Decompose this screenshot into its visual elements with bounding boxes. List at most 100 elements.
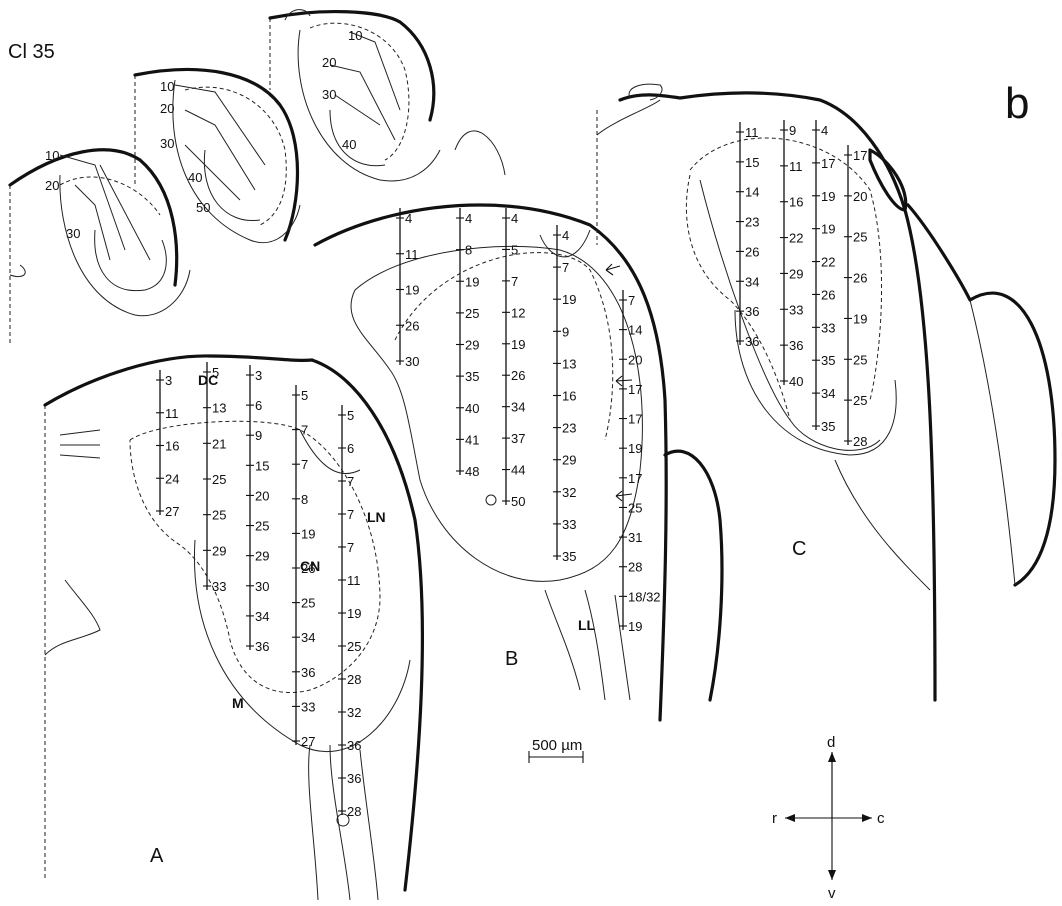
section-label: C xyxy=(792,538,806,560)
recording-site-value: 29 xyxy=(789,266,803,281)
recording-site-value: 28 xyxy=(347,804,361,819)
electrode-tracks-C: 1115142326343636911162229333640417191922… xyxy=(736,120,867,449)
recording-site-value: 4 xyxy=(465,211,472,226)
recording-site-value: 19 xyxy=(405,283,419,298)
recording-site-value: 3 xyxy=(165,373,172,388)
electrode-tracks-A: 3111624275132125252933369152025293034365… xyxy=(156,362,361,819)
recording-site-value: 5 xyxy=(511,242,518,257)
inset-label: 50 xyxy=(196,200,210,215)
recording-site-value: 34 xyxy=(511,400,525,415)
recording-site-value: 11 xyxy=(165,406,179,421)
recording-site-value: 26 xyxy=(511,368,525,383)
inset-2: 10 20 30 40 50 xyxy=(135,69,300,242)
region-label: M xyxy=(232,695,244,711)
inset-label: 10 xyxy=(160,79,174,94)
compass-ventral: v xyxy=(828,885,836,902)
inset-label: 30 xyxy=(160,136,174,151)
recording-site-value: 20 xyxy=(853,189,867,204)
recording-site-value: 9 xyxy=(789,123,796,138)
inset-label: 30 xyxy=(66,226,80,241)
recording-site-value: 4 xyxy=(511,211,518,226)
recording-site-value: 22 xyxy=(789,231,803,246)
recording-site-value: 5 xyxy=(347,408,354,423)
recording-site-value: 7 xyxy=(562,260,569,275)
recording-site-value: 25 xyxy=(628,500,642,515)
recording-site-value: 27 xyxy=(301,734,315,749)
recording-site-value: 25 xyxy=(212,472,226,487)
recording-site-value: 4 xyxy=(405,211,412,226)
recording-site-value: 35 xyxy=(821,419,835,434)
inset-label: 20 xyxy=(45,178,59,193)
inset-label: 10 xyxy=(45,148,59,163)
recording-site-value: 30 xyxy=(405,354,419,369)
recording-site-value: 34 xyxy=(255,609,269,624)
recording-site-value: 8 xyxy=(301,492,308,507)
recording-site-value: 28 xyxy=(347,672,361,687)
recording-site-value: 33 xyxy=(821,320,835,335)
region-label: LN xyxy=(367,509,386,525)
recording-site-value: 35 xyxy=(821,353,835,368)
recording-site-value: 25 xyxy=(853,393,867,408)
recording-site-value: 19 xyxy=(821,189,835,204)
recording-site-value: 11 xyxy=(745,125,759,140)
recording-site-value: 29 xyxy=(562,453,576,468)
orientation-compass: d v r c xyxy=(772,734,885,902)
recording-site-value: 18/32 xyxy=(628,589,661,604)
recording-site-value: 15 xyxy=(745,155,759,170)
recording-site-value: 33 xyxy=(212,579,226,594)
recording-site-value: 36 xyxy=(789,338,803,353)
panel-letter: b xyxy=(1005,79,1029,128)
inset-3-labels: 10 20 30 40 xyxy=(322,28,362,152)
recording-site-value: 9 xyxy=(255,428,262,443)
section-label: B xyxy=(505,648,518,670)
recording-site-value: 19 xyxy=(511,337,525,352)
recording-site-value: 19 xyxy=(562,292,576,307)
recording-site-value: 9 xyxy=(562,324,569,339)
recording-site-value: 6 xyxy=(347,441,354,456)
inset-label: 20 xyxy=(160,101,174,116)
recording-site-value: 41 xyxy=(465,432,479,447)
recording-site-value: 17 xyxy=(628,412,642,427)
recording-site-value: 16 xyxy=(789,195,803,210)
recording-site-value: 32 xyxy=(562,485,576,500)
recording-site-value: 27 xyxy=(165,504,179,519)
compass-rostral: r xyxy=(772,810,777,827)
recording-site-value: 19 xyxy=(628,441,642,456)
recording-site-value: 13 xyxy=(212,401,226,416)
recording-site-value: 17 xyxy=(853,148,867,163)
recording-site-value: 22 xyxy=(821,255,835,270)
recording-site-value: 5 xyxy=(212,365,219,380)
recording-site-value: 5 xyxy=(301,388,308,403)
recording-site-value: 19 xyxy=(465,274,479,289)
recording-site-value: 34 xyxy=(821,386,835,401)
recording-site-value: 32 xyxy=(347,705,361,720)
inset-label: 10 xyxy=(348,28,362,43)
recording-site-value: 11 xyxy=(789,159,803,174)
recording-site-value: 7 xyxy=(347,474,354,489)
recording-site-value: 7 xyxy=(347,507,354,522)
recording-site-value: 11 xyxy=(405,247,419,262)
recording-site-value: 26 xyxy=(745,244,759,259)
arrow-marker xyxy=(606,264,620,275)
recording-site-value: 36 xyxy=(301,665,315,680)
recording-site-value: 25 xyxy=(465,306,479,321)
recording-site-value: 25 xyxy=(255,519,269,534)
recording-site-value: 48 xyxy=(465,464,479,479)
recording-site-value: 17 xyxy=(628,471,642,486)
recording-site-value: 4 xyxy=(562,228,569,243)
recording-site-value: 19 xyxy=(301,526,315,541)
recording-site-value: 36 xyxy=(347,738,361,753)
recording-site-value: 23 xyxy=(562,421,576,436)
recording-site-value: 4 xyxy=(821,123,828,138)
recording-site-value: 16 xyxy=(562,389,576,404)
recording-site-value: 40 xyxy=(465,401,479,416)
recording-site-value: 14 xyxy=(628,323,642,338)
recording-site-value: 36 xyxy=(745,304,759,319)
inset-label: 20 xyxy=(322,55,336,70)
region-label: LL xyxy=(578,617,596,633)
recording-site-value: 28 xyxy=(853,434,867,449)
recording-site-value: 33 xyxy=(789,302,803,317)
recording-site-value: 8 xyxy=(465,243,472,258)
recording-site-value: 21 xyxy=(212,436,226,451)
recording-site-value: 15 xyxy=(255,458,269,473)
